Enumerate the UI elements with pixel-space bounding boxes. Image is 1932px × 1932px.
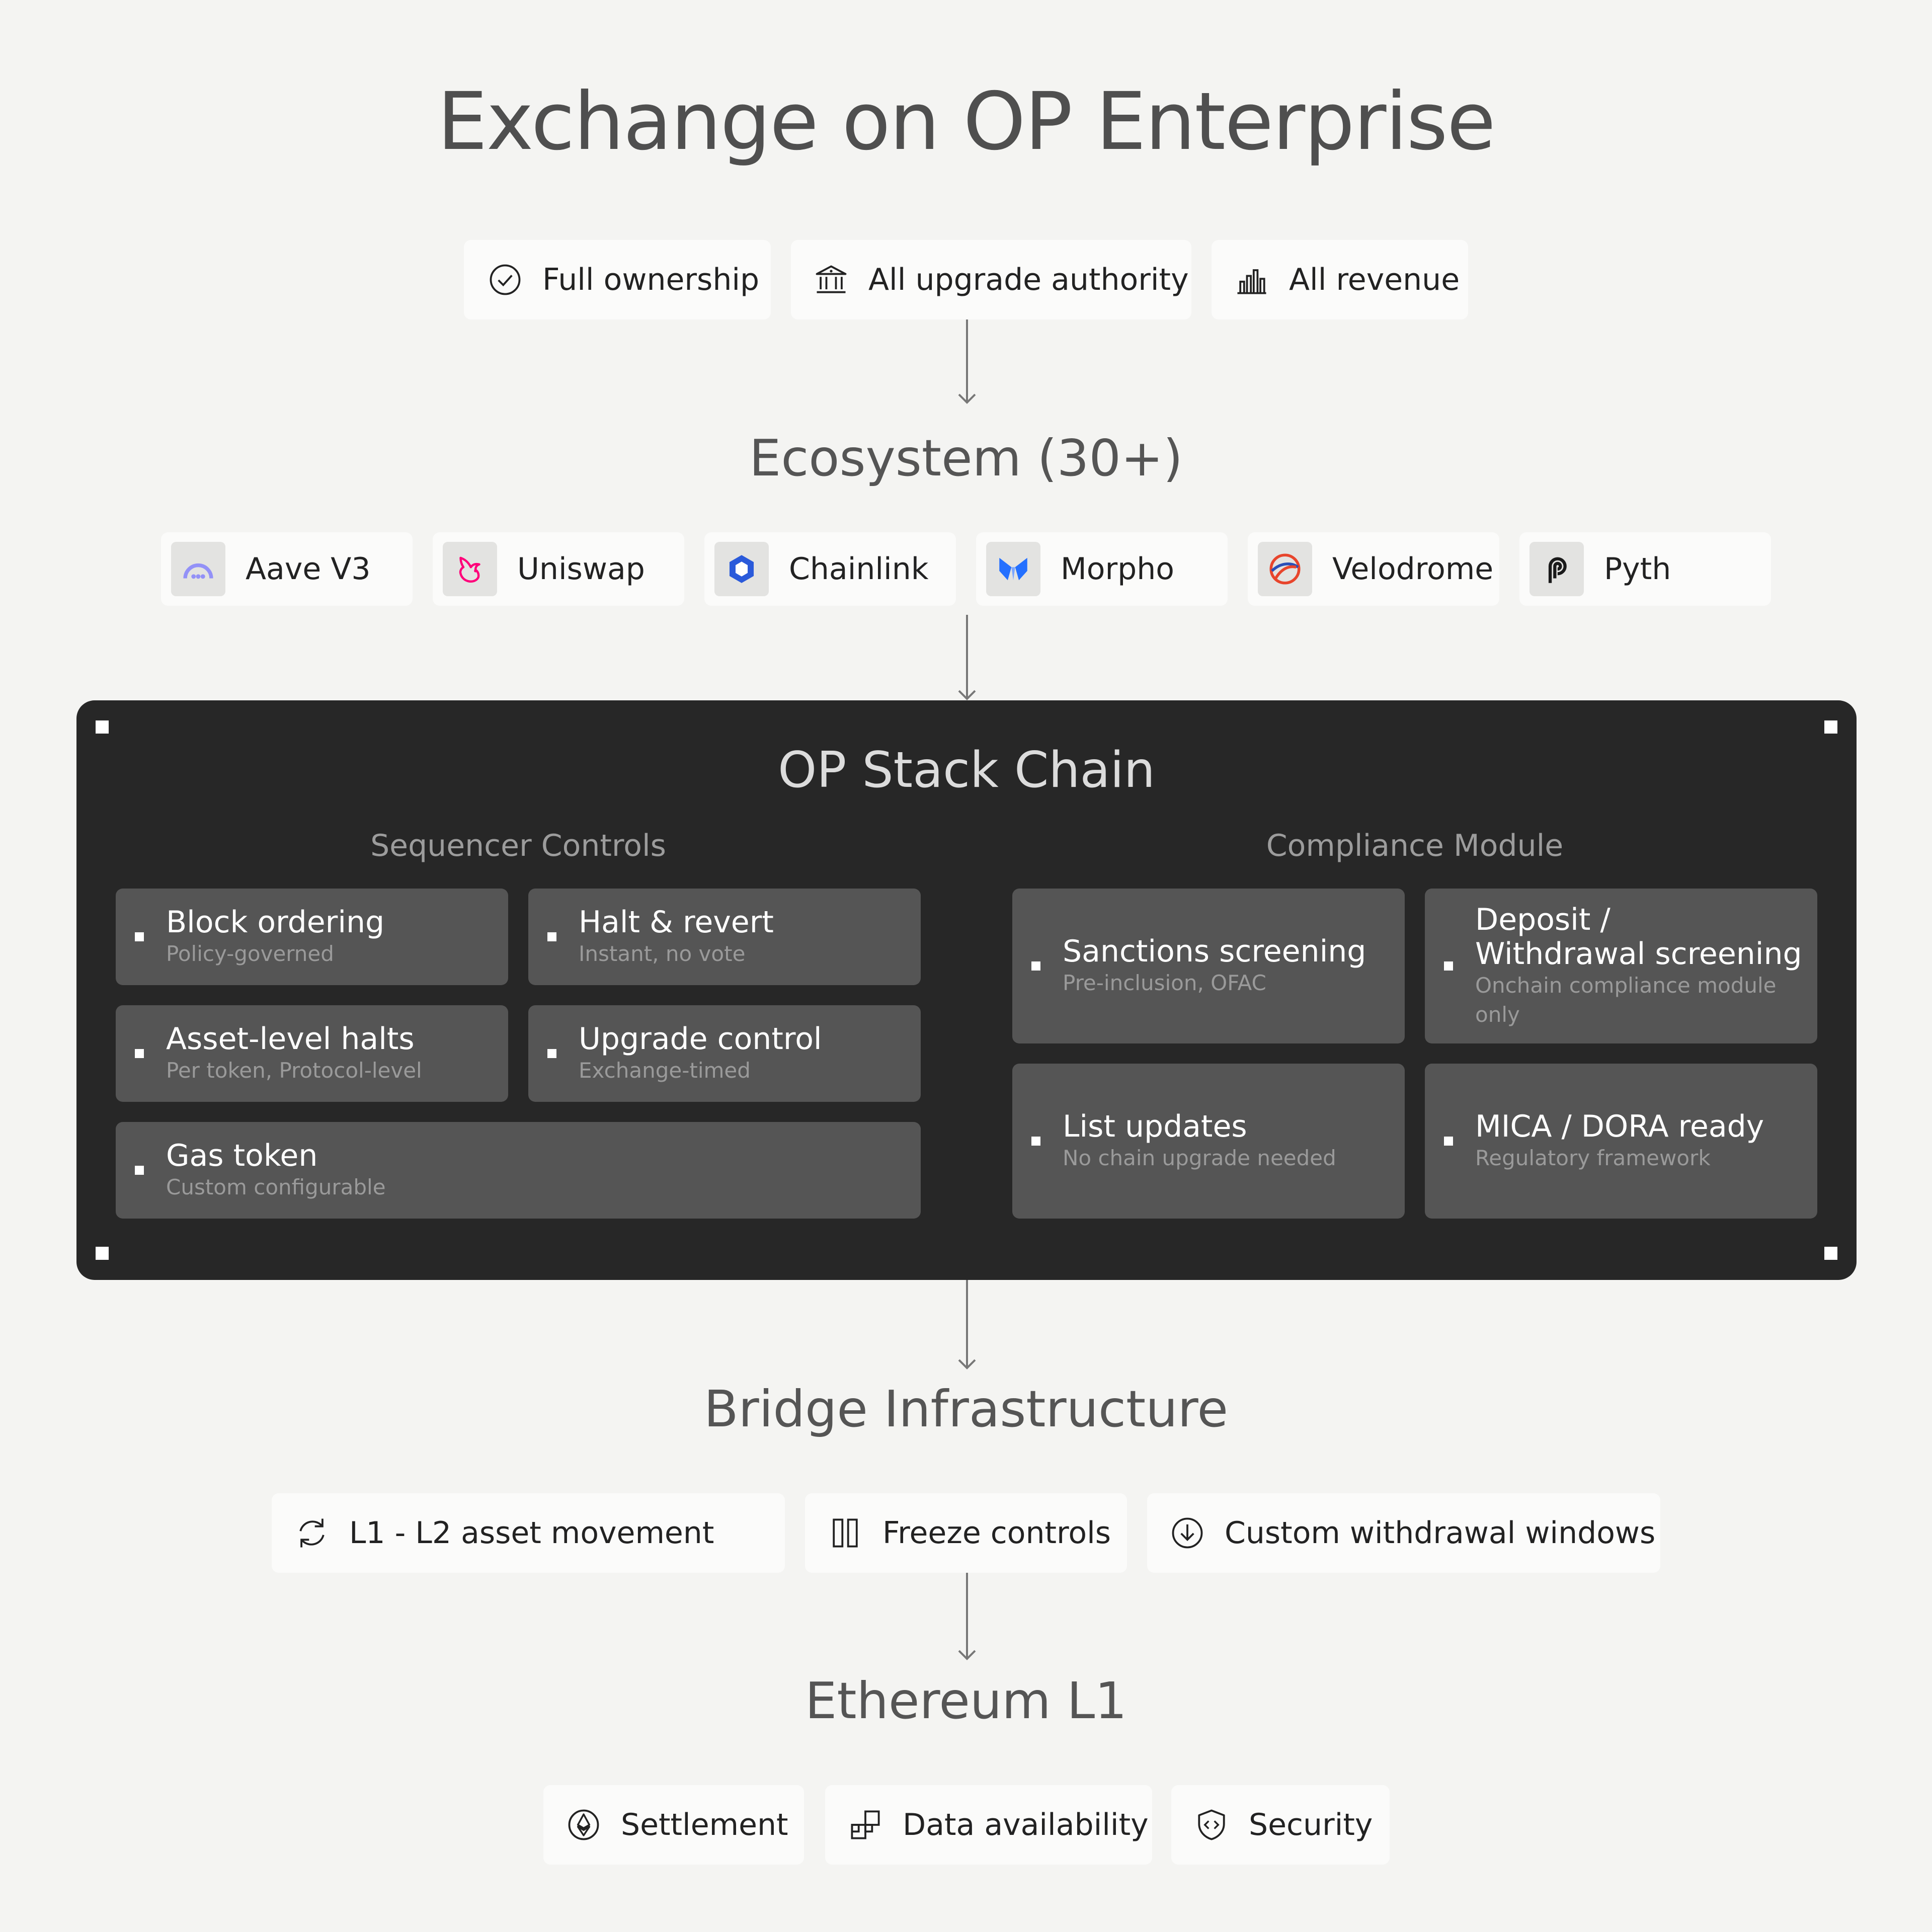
card-title-line-2: Withdrawal screening xyxy=(1475,936,1802,972)
bullet xyxy=(547,1049,556,1058)
ecosystem-label: Uniswap xyxy=(517,551,645,587)
ecosystem-label: Morpho xyxy=(1061,551,1174,587)
card-title: Block ordering xyxy=(166,905,385,940)
refresh-icon xyxy=(293,1514,331,1552)
bridge-item-withdrawal-windows: Custom withdrawal windows xyxy=(1147,1493,1660,1573)
ecosystem-label: Chainlink xyxy=(789,551,929,587)
pill-label: Data availability xyxy=(903,1807,1149,1842)
ecosystem-item-chainlink: Chainlink xyxy=(704,532,956,606)
ecosystem-label: Aave V3 xyxy=(246,551,371,587)
bridge-infrastructure-title: Bridge Infrastructure xyxy=(703,1380,1229,1438)
corner-marker xyxy=(1824,1247,1837,1260)
card-title: Upgrade control xyxy=(579,1021,822,1057)
corner-marker xyxy=(96,720,109,734)
bullet xyxy=(135,1166,144,1175)
arrow-down-icon xyxy=(957,615,977,701)
page-title: Exchange on OP Enterprise xyxy=(437,75,1496,168)
ecosystem-item-uniswap: Uniswap xyxy=(433,532,684,606)
corner-marker xyxy=(1824,720,1837,734)
chain-title: OP Stack Chain xyxy=(778,742,1155,799)
all-revenue-pill: All revenue xyxy=(1212,240,1468,319)
card-subtitle: Instant, no vote xyxy=(579,941,746,966)
card-subtitle: Custom configurable xyxy=(166,1175,386,1199)
blocks-icon xyxy=(846,1806,884,1844)
bullet xyxy=(135,1049,144,1058)
shield-code-icon xyxy=(1192,1806,1231,1844)
arrow-down-icon xyxy=(957,1573,977,1661)
pill-label: All revenue xyxy=(1289,262,1460,297)
card-title: MICA / DORA ready xyxy=(1475,1109,1764,1144)
bullet xyxy=(135,932,144,941)
card-title: List updates xyxy=(1063,1109,1247,1144)
card-subtitle: Per token, Protocol-level xyxy=(166,1058,422,1083)
op-stack-chain-panel: OP Stack Chain Sequencer Controls Compli… xyxy=(76,700,1857,1280)
uniswap-logo-icon xyxy=(443,542,497,596)
pill-label: Security xyxy=(1249,1807,1373,1842)
card-title: Halt & revert xyxy=(579,905,774,940)
arrow-down-icon xyxy=(957,319,977,405)
card-subtitle: No chain upgrade needed xyxy=(1063,1146,1336,1170)
pill-label: Freeze controls xyxy=(882,1515,1111,1551)
pill-label: Settlement xyxy=(621,1807,788,1842)
ecosystem-item-morpho: Morpho xyxy=(976,532,1228,606)
ecosystem-label: Pyth xyxy=(1604,551,1671,587)
card-subtitle: Onchain compliance module only xyxy=(1475,973,1777,1027)
ecosystem-label: Velodrome xyxy=(1332,551,1494,587)
bar-chart-icon xyxy=(1233,261,1271,299)
bullet xyxy=(1444,961,1453,971)
pyth-logo-icon xyxy=(1530,542,1584,596)
card-subtitle: Regulatory framework xyxy=(1475,1146,1711,1170)
ethereum-item-data-availability: Data availability xyxy=(825,1785,1152,1865)
card-title: Deposit / xyxy=(1475,902,1611,937)
aave-logo-icon xyxy=(171,542,225,596)
ecosystem-title: Ecosystem (30+) xyxy=(749,429,1183,488)
velodrome-logo-icon xyxy=(1258,542,1312,596)
card-subtitle: Policy-governed xyxy=(166,941,334,966)
morpho-logo-icon xyxy=(986,542,1040,596)
bullet xyxy=(1031,1137,1040,1146)
pause-icon xyxy=(826,1514,864,1552)
card-subtitle: Pre-inclusion, OFAC xyxy=(1063,971,1266,995)
all-upgrade-authority-pill: All upgrade authority xyxy=(791,240,1191,319)
ethereum-item-settlement: Settlement xyxy=(543,1785,804,1865)
pill-label: Full ownership xyxy=(542,262,760,297)
sequencer-controls-title: Sequencer Controls xyxy=(370,828,666,863)
bank-icon xyxy=(812,261,850,299)
bridge-item-asset-movement: L1 - L2 asset movement xyxy=(272,1493,785,1573)
card-subtitle: Exchange-timed xyxy=(579,1058,751,1083)
download-circle-icon xyxy=(1168,1514,1206,1552)
card-title: Gas token xyxy=(166,1138,318,1173)
card-title: Asset-level halts xyxy=(166,1021,415,1057)
chainlink-logo-icon xyxy=(714,542,769,596)
bullet xyxy=(1444,1137,1453,1146)
ecosystem-item-aave: Aave V3 xyxy=(161,532,413,606)
check-circle-icon xyxy=(486,261,524,299)
pill-label: All upgrade authority xyxy=(868,262,1189,297)
ecosystem-item-velodrome: Velodrome xyxy=(1248,532,1499,606)
pill-label: Custom withdrawal windows xyxy=(1225,1515,1656,1551)
ecosystem-item-pyth: Pyth xyxy=(1519,532,1771,606)
ethereum-icon xyxy=(565,1806,603,1844)
bullet xyxy=(1031,961,1040,971)
arrow-down-icon xyxy=(957,1280,977,1371)
bullet xyxy=(547,932,556,941)
ethereum-item-security: Security xyxy=(1171,1785,1390,1865)
compliance-module-title: Compliance Module xyxy=(1266,828,1564,863)
bridge-item-freeze-controls: Freeze controls xyxy=(805,1493,1127,1573)
pill-label: L1 - L2 asset movement xyxy=(349,1515,714,1551)
card-title: Sanctions screening xyxy=(1063,934,1366,969)
full-ownership-pill: Full ownership xyxy=(464,240,771,319)
ethereum-l1-title: Ethereum L1 xyxy=(805,1671,1127,1730)
corner-marker xyxy=(96,1247,109,1260)
